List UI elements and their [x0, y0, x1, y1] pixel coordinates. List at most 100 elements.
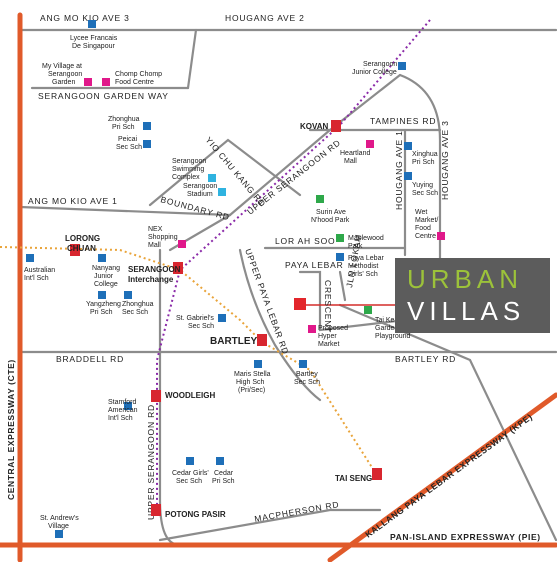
label-pie: PAN-ISLAND EXPRESSWAY (PIE): [390, 532, 541, 542]
poi-serangoon-jc-line1: Serangoon: [363, 61, 397, 68]
poi-tai-keng-line3: Playground: [375, 333, 411, 340]
logo-background: [395, 258, 550, 333]
mrt-badge-icon: [70, 244, 80, 256]
poi-wet-line1: Wet: [415, 209, 427, 216]
mall-marker-icon: [308, 325, 316, 333]
mrt-badge-icon: [372, 468, 382, 480]
park-marker-icon: [316, 195, 324, 203]
poi-village-line1: My Village at: [42, 63, 82, 70]
label-upper-serangoon-rd-top: UPPER SERANGOON RD: [245, 137, 343, 216]
poi-bartley-sec-line1: Bartley: [296, 371, 318, 378]
school-marker-icon: [186, 457, 194, 465]
mrt-lines: [0, 19, 431, 515]
poi-lycee-line1: Lycee Francais: [70, 35, 118, 42]
poi-st-andrew-line2: Village: [48, 523, 69, 530]
mall-marker-icon: [178, 240, 186, 248]
poi-swimming-line3: Complex: [172, 174, 200, 181]
poi-lycee-line2: De Singapour: [72, 43, 115, 50]
poi-swimming-line1: Serangoon: [172, 158, 206, 165]
station-label-woodleigh: WOODLEIGH: [165, 391, 215, 400]
poi-chomp-line2: Food Centre: [115, 79, 154, 86]
label-braddell-rd: BRADDELL RD: [56, 354, 124, 364]
school-marker-icon: [88, 20, 96, 28]
poi-wet-line2: Market/: [415, 217, 438, 224]
station-bartley: BARTLEY: [210, 334, 267, 347]
poi-heartland-line2: Mall: [344, 158, 357, 165]
poi-xinghua-line2: Pri Sch: [412, 159, 435, 166]
label-bartley-rd: BARTLEY RD: [395, 354, 456, 364]
poi-yangzheng-line2: Pri Sch: [90, 309, 113, 316]
station-label-lorong: LORONG: [65, 234, 100, 243]
poi-cedar-pri-line1: Cedar: [214, 470, 234, 477]
poi-maplewood-line2: Park: [348, 243, 363, 250]
station-kovan: KOVAN: [300, 120, 341, 132]
poi-surin-line2: N'hood Park: [311, 217, 350, 224]
mall-marker-icon: [102, 78, 110, 86]
expressway-kpe: [327, 392, 557, 562]
poi-swimming-line2: Swimming: [172, 166, 204, 173]
road-network: [18, 28, 557, 547]
poi-zhonghua-pri-line2: Pri Sch: [112, 124, 135, 131]
poi-bartley-sec-line2: Sec Sch: [294, 379, 320, 386]
poi-nanyang-line1: Nanyang: [92, 265, 120, 272]
poi-st-gabriel-line2: Sec Sch: [188, 323, 214, 330]
mrt-badge-icon: [173, 262, 183, 274]
label-paya-lebar: PAYA LEBAR: [285, 260, 344, 270]
mrt-badge-icon: [151, 390, 161, 402]
poi-cedar-girls-line2: Sec Sch: [176, 478, 202, 485]
poi-surin-line1: Surin Ave: [316, 209, 346, 216]
poi-st-gabriel-line1: St. Gabriel's: [176, 315, 214, 322]
mrt-badge-icon: [151, 504, 161, 516]
label-serangoon-garden-way: SERANGOON GARDEN WAY: [38, 91, 169, 101]
poi-stadium-line1: Serangoon: [183, 183, 217, 190]
poi-australian-line1: Australian: [24, 267, 55, 274]
station-serangoon: SERANGOON Interchange: [128, 262, 183, 284]
poi-yuying-line2: Sec Sch: [412, 190, 438, 197]
poi-peicai-line1: Peicai: [118, 136, 138, 143]
poi-australian-line2: Int'l Sch: [24, 275, 49, 282]
road-connector-garden: [186, 28, 198, 90]
mall-marker-icon: [84, 78, 92, 86]
poi-wet-line3: Food: [415, 225, 431, 232]
school-marker-icon: [124, 291, 132, 299]
label-kpe: KALLANG PAYA LEBAR EXPRESSWAY (KPE): [363, 412, 534, 540]
logo-line-urban: URBAN: [407, 264, 523, 294]
station-woodleigh: WOODLEIGH: [151, 390, 215, 402]
road-east-connector: [338, 303, 557, 542]
label-cte: CENTRAL EXPRESSWAY (CTE): [6, 359, 16, 500]
poi-nanyang-line2: Junior: [94, 273, 114, 280]
poi-maris-line3: (Pri/Sec): [238, 387, 265, 394]
school-marker-icon: [143, 140, 151, 148]
label-crescent: CRESCENT: [323, 280, 333, 333]
mrt-line-circle: [0, 246, 381, 481]
school-marker-icon: [404, 142, 412, 150]
label-hougang-ave-1: HOUGANG AVE 1: [394, 130, 404, 210]
poi-maplewood-line1: Maplewood: [348, 235, 384, 242]
road-hougang-ave-3: [398, 73, 442, 302]
poi-methodist-line3: Girls' Sch: [348, 271, 378, 278]
school-marker-icon: [254, 360, 262, 368]
logo-line-villas: VILLAS: [407, 296, 525, 326]
park-marker-icon: [364, 306, 372, 314]
poi-methodist-line1: Paya Lebar: [348, 255, 384, 262]
poi-yuying-line1: Yuying: [412, 182, 433, 189]
poi-yangzheng-line1: Yangzheng: [86, 301, 121, 308]
station-label-tai-seng: TAI SENG: [335, 474, 372, 483]
school-marker-icon: [404, 172, 412, 180]
poi-stadium-line2: Stadium: [187, 191, 213, 198]
poi-proposed-line1: Proposed: [318, 325, 348, 332]
station-label-serangoon: SERANGOON: [128, 265, 181, 274]
school-marker-icon: [55, 530, 63, 538]
poi-tai-keng-line2: Gardens: [375, 325, 402, 332]
station-lorong-chuan: LORONG CHUAN: [65, 234, 100, 256]
road-jln-lokam: [338, 270, 347, 302]
poi-st-andrew-line1: St. Andrew's: [40, 515, 79, 522]
label-upper-serangoon-rd-bottom: UPPER SERANGOON RD: [146, 404, 156, 520]
poi-zhonghua-sec-line1: Zhonghua: [122, 301, 154, 308]
poi-cedar-pri-line2: Pri Sch: [212, 478, 235, 485]
mall-marker-icon: [366, 140, 374, 148]
poi-heartland-line1: Heartland: [340, 150, 370, 157]
station-label-bartley: BARTLEY: [210, 336, 258, 347]
